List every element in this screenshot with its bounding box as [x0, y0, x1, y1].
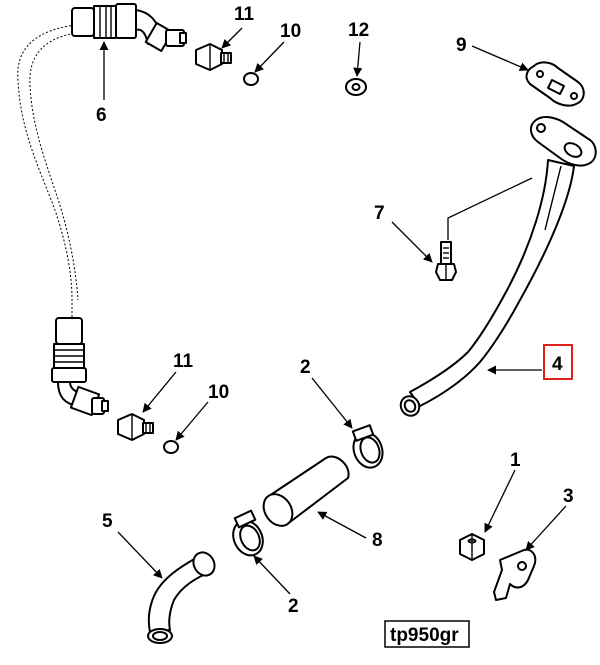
figure-ref: tp950gr [390, 625, 459, 646]
callout-5: 5 [102, 511, 113, 532]
callout-3: 3 [563, 486, 574, 507]
clip-bracket [493, 548, 537, 601]
gasket [525, 61, 585, 107]
o-ring-upper [243, 72, 259, 86]
callout-4: 4 [552, 354, 563, 375]
figure-ref-box [384, 620, 470, 648]
hose-clamp-upper [351, 424, 384, 469]
callout-10-lower: 10 [208, 382, 229, 403]
bolt [435, 241, 457, 281]
callout-4-highlight [543, 344, 573, 380]
callout-11-lower: 11 [173, 351, 194, 372]
elbow-tube [147, 551, 216, 644]
callout-8: 8 [372, 530, 383, 551]
hose-assembly [17, 3, 187, 417]
hex-nut [459, 533, 485, 561]
callout-2-lower: 2 [288, 596, 299, 617]
callout-10-upper: 10 [280, 21, 301, 42]
washer [345, 78, 367, 96]
callout-12: 12 [348, 20, 369, 41]
tube-with-flange [399, 116, 597, 417]
callout-7: 7 [374, 203, 385, 224]
leader-lines [99, 27, 567, 595]
callout-11-upper: 11 [234, 4, 255, 25]
o-ring-lower [163, 440, 179, 454]
adapter-fitting-upper [195, 43, 232, 71]
adapter-fitting-lower [117, 413, 154, 441]
hose-clamp-lower [232, 509, 264, 557]
callout-2-upper: 2 [300, 357, 311, 378]
hose-sleeve [262, 455, 350, 527]
callout-1: 1 [510, 450, 521, 471]
callout-9: 9 [456, 35, 467, 56]
callout-6: 6 [96, 105, 107, 126]
hose-sheath [17, 24, 76, 320]
